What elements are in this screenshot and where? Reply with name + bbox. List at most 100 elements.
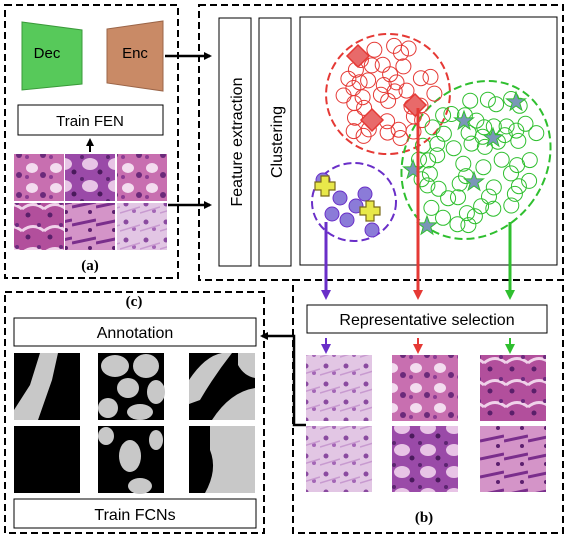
red-cluster-point [392,130,409,146]
tissue-image [306,355,372,421]
train-fcns-box [13,498,257,529]
green-cluster-point [479,91,496,108]
red-cluster-point [386,37,403,54]
green-cluster-point [485,179,502,196]
red-cluster-point [375,77,392,93]
segmentation-mask [189,353,255,420]
star-marker-icon [416,214,438,236]
panel-a-frame [4,4,179,279]
red-cluster-point [363,57,380,74]
train-fen-label: Train FEN [56,113,124,130]
selected-image-grid [306,355,546,492]
green-cluster-point [503,197,520,214]
red-cluster-point [426,85,443,102]
green-cluster-point [435,107,452,124]
red-cluster-point [422,68,439,85]
red-cluster-point [340,70,357,87]
green-cluster-point [429,147,446,164]
green-cluster-point [450,189,466,206]
red-cluster-point [398,82,415,99]
encoder-label: Enc [122,45,148,62]
red-cluster-point [355,127,372,144]
red-cluster-point [372,86,389,103]
star-marker-icon [453,109,475,131]
panel-b-label: (b) [415,510,433,526]
decoder-shape [21,21,83,91]
purple-cluster-point [332,190,348,206]
plus-marker-icon [359,200,381,222]
green-cluster-point [462,92,479,109]
star-marker-icon [505,90,527,112]
plus-marker-icon [314,175,336,197]
green-cluster-point [528,125,545,142]
decoder-label: Dec [34,45,61,62]
red-cluster-points [335,37,443,146]
segmentation-mask [98,426,164,494]
representative-selection-box [306,304,548,334]
tissue-image [117,203,167,250]
tissue-image [480,426,546,492]
red-cluster-point [412,70,429,87]
red-cluster-point [390,121,407,138]
green-cluster-point [510,178,527,195]
annotation-label: Annotation [97,325,174,342]
purple-cluster-point [339,212,355,228]
star-marker-icon [402,158,424,180]
purple-cluster-point [364,222,380,238]
annotation-box [13,317,257,347]
green-cluster-point [460,217,477,234]
green-cluster-point [440,190,457,207]
red-cluster-point [395,58,412,75]
green-cluster-point [509,157,526,174]
train-fcns-label: Train FCNs [94,507,175,524]
green-cluster-point [419,177,436,194]
green-cluster-point [421,165,438,182]
diamond-marker-icon [402,92,428,118]
green-cluster-point [481,188,497,205]
green-cluster-point [414,137,431,154]
encoder-shape [106,20,164,92]
tissue-image [14,203,64,250]
tissue-image [480,355,546,421]
red-cluster-point [351,74,368,91]
green-cluster-point [435,209,451,226]
green-cluster-point [455,155,472,172]
feature-extraction-box [218,17,252,267]
representative-markers [314,43,527,236]
clustering-box [258,17,292,267]
red-cluster-point [393,44,409,61]
green-cluster-point [423,199,440,216]
green-cluster-point [449,216,466,233]
tissue-image [65,154,115,201]
green-cluster-point [443,106,460,122]
star-marker-icon [482,126,504,148]
green-cluster-point [473,198,490,215]
purple-cluster-point [324,206,340,222]
red-cluster-point [356,99,373,116]
tissue-image [392,426,458,492]
red-cluster-point [388,74,405,91]
tissue-image [117,154,167,201]
green-cluster-point [451,175,468,192]
green-cluster-point [508,122,525,139]
purple-cluster-boundary [311,162,397,242]
green-cluster-point [420,152,437,169]
train-fen-box [17,104,164,136]
tissue-image [65,203,115,250]
green-cluster-point [413,171,430,188]
green-cluster-point [475,159,492,176]
green-cluster-point [466,208,483,225]
green-cluster-point [503,165,519,182]
feature-extraction-label: Feature extraction [229,78,246,207]
representative-selection-label: Representative selection [339,312,514,329]
green-cluster-point [498,118,515,135]
green-cluster-point [521,172,538,189]
segmentation-mask [189,426,255,493]
green-cluster-point [510,132,527,149]
left-arrow-icon [260,332,306,427]
green-cluster-point [517,115,534,132]
training-image-grid [14,154,167,250]
panel-c-label: (c) [126,294,143,310]
red-cluster-point [366,41,383,58]
